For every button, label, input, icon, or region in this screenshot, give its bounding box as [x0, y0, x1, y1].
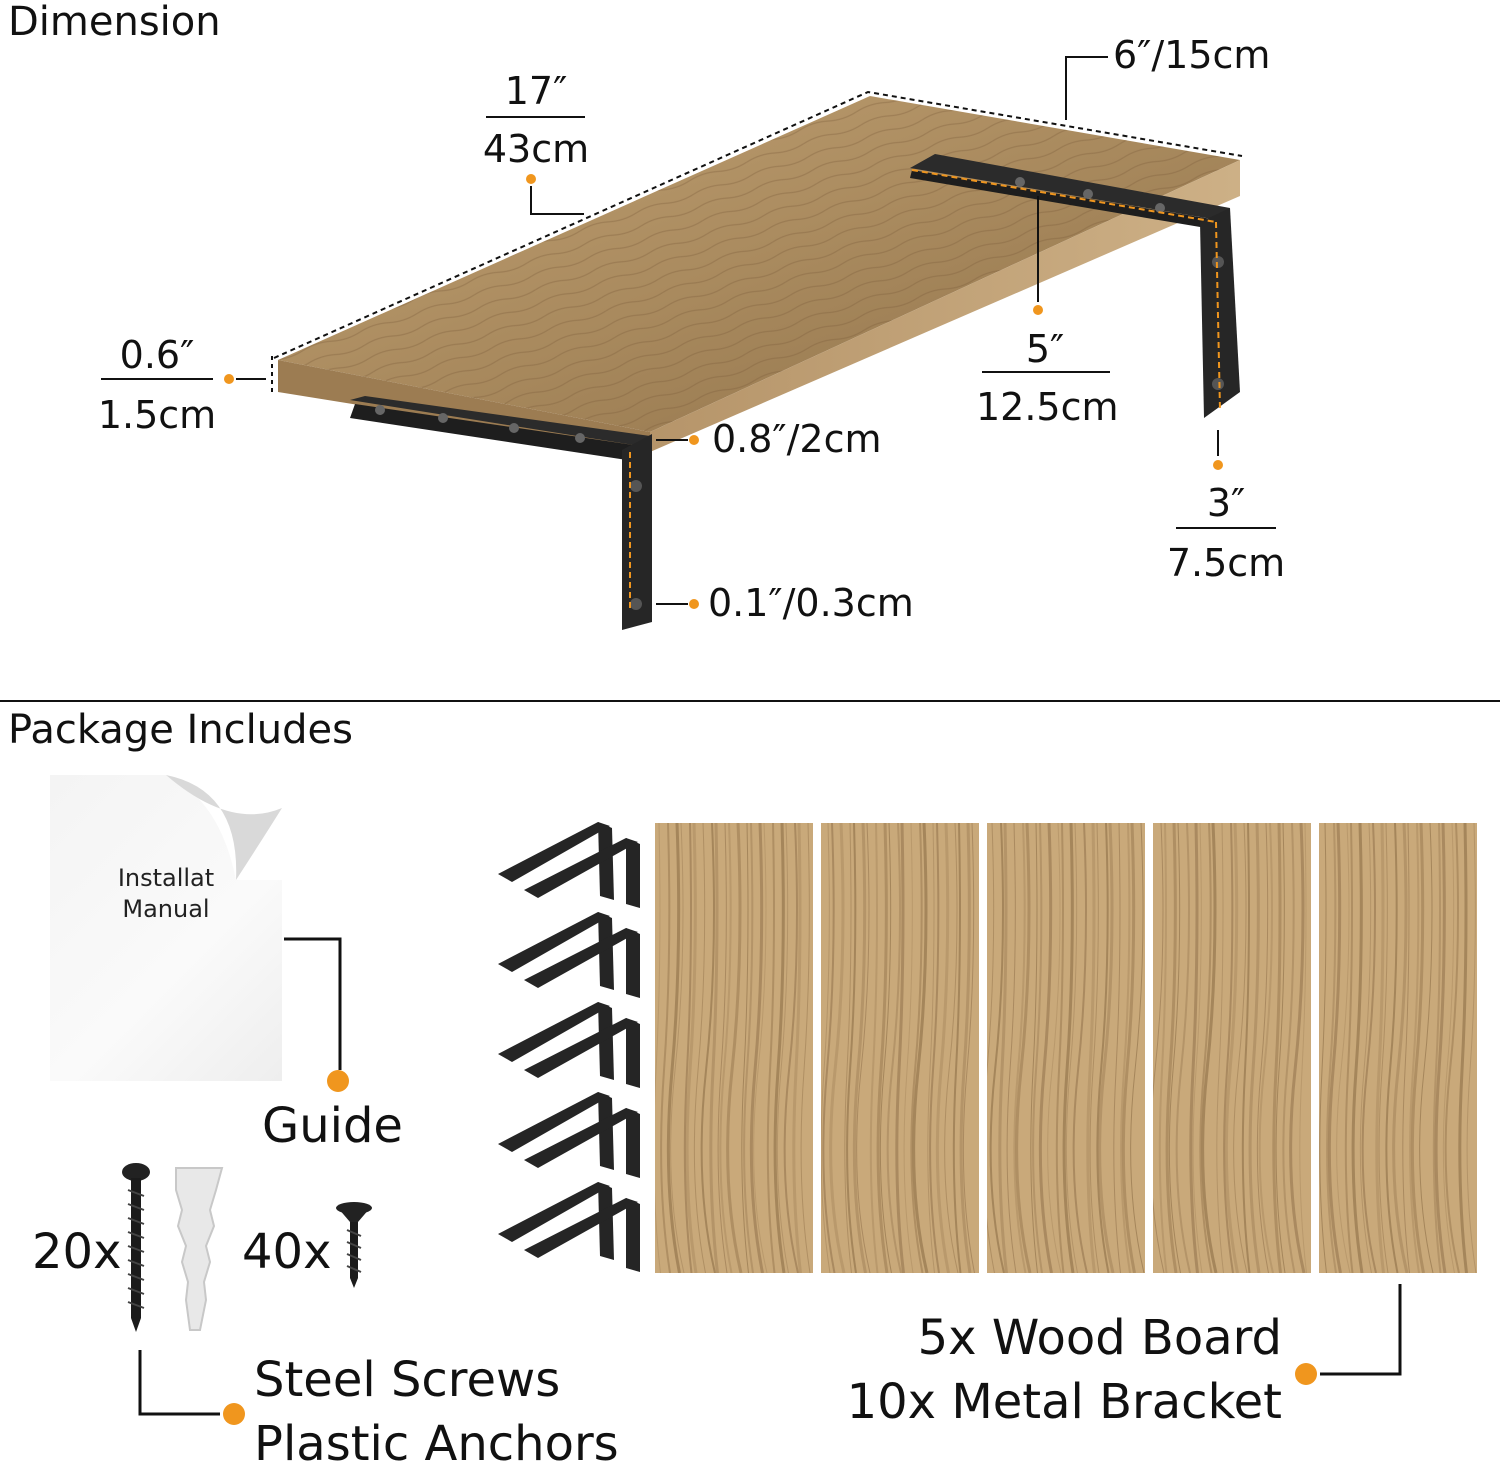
bracket-length-cm-label: 12.5cm [976, 385, 1119, 429]
plastic-anchor [175, 1167, 224, 1331]
boards-label-metal-bracket: 10x Metal Bracket [846, 1374, 1282, 1430]
depth-label: 6″/15cm [1113, 33, 1271, 77]
dimension-title: Dimension [8, 0, 221, 45]
wood-board [987, 823, 1145, 1273]
hardware-label-plastic-anchors: Plastic Anchors [254, 1416, 619, 1472]
wood-board [821, 823, 979, 1273]
bracket-thickness-label: 0.1″/0.3cm [708, 581, 914, 625]
hardware-callout-dot [223, 1403, 245, 1425]
thickness-cm-label: 1.5cm [97, 393, 217, 437]
bracket-pair-3 [498, 1002, 640, 1088]
hardware-label-steel-screws: Steel Screws [254, 1352, 561, 1408]
screws-count: 20x [32, 1224, 122, 1280]
bracket-pair-1 [498, 822, 640, 908]
bracket-pair-2 [498, 912, 640, 998]
long-screw [122, 1163, 150, 1332]
shelf-board-side-edge [650, 160, 1240, 452]
front-bracket [350, 396, 652, 630]
bracket-pair-4 [498, 1092, 640, 1178]
length-inch-label: 17″ [504, 69, 568, 113]
bracket-thickness-callout-dot [689, 599, 699, 609]
bracket-width-callout-dot [689, 435, 699, 445]
short-screw [336, 1202, 372, 1288]
bracket-height-inch-label: 3″ [1206, 481, 1246, 525]
bracket-height-cm-label: 7.5cm [1166, 541, 1286, 585]
wood-board [1153, 823, 1311, 1273]
length-callout-dot [526, 174, 536, 184]
installation-manual: Installat Manual [50, 775, 282, 1081]
package-title: Package Includes [8, 707, 353, 753]
thickness-inch-label: 0.6″ [119, 333, 195, 377]
section-divider [0, 700, 1500, 702]
guide-callout-dot [327, 1070, 349, 1092]
wood-board [655, 823, 813, 1273]
manual-line-1: Installat [117, 864, 215, 892]
bracket-height-callout-dot [1213, 460, 1223, 470]
length-cm-label: 43cm [482, 127, 590, 171]
boards-callout-dot [1295, 1363, 1317, 1385]
small-screws-count: 40x [242, 1224, 332, 1280]
boards-label-wood-board: 5x Wood Board [917, 1310, 1282, 1366]
bracket-length-callout-dot [1033, 305, 1043, 315]
guide-label: Guide [262, 1098, 403, 1154]
back-bracket [910, 154, 1240, 418]
wood-board [1319, 823, 1477, 1273]
manual-line-2: Manual [122, 895, 210, 924]
shelf-dimension-illustration [101, 56, 1276, 630]
bracket-length-inch-label: 5″ [1025, 327, 1065, 371]
bracket-stack [498, 822, 640, 1272]
bracket-width-label: 0.8″/2cm [712, 417, 882, 461]
thickness-callout-dot [224, 374, 234, 384]
bracket-pair-5 [498, 1182, 640, 1272]
